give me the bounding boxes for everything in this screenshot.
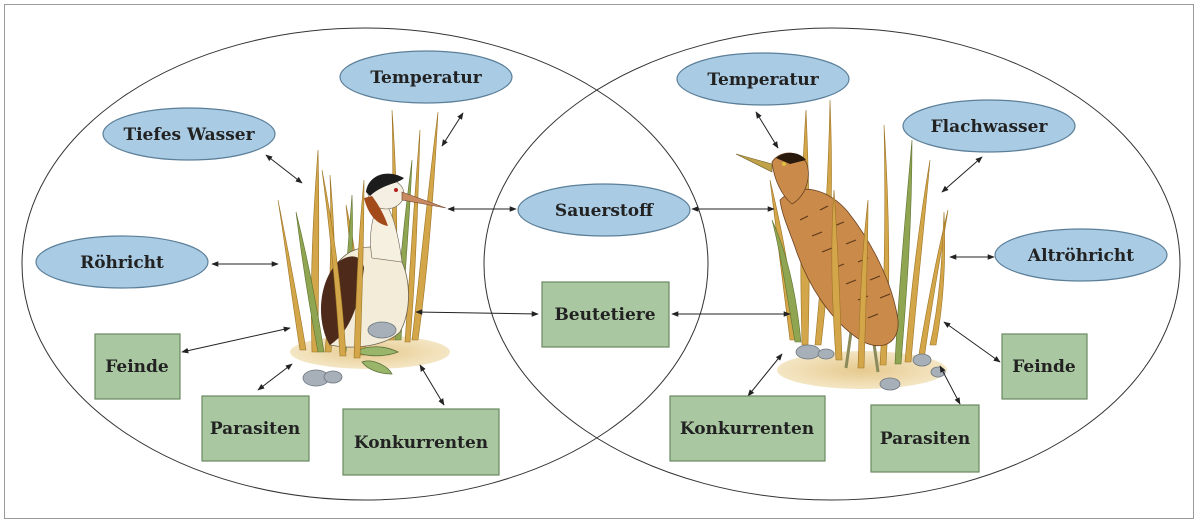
oval-sauerstoff: Sauerstoff (517, 183, 691, 237)
stone-icon (302, 321, 397, 387)
arrow-temperatur-left (441, 112, 464, 147)
label-tiefes-wasser: Tiefes Wasser (123, 125, 255, 145)
label-konkurrenten-right: Konkurrenten (680, 419, 814, 439)
box-feinde-left: Feinde (94, 333, 181, 400)
great-crested-grebe-illustration (277, 109, 450, 387)
diagram-frame (4, 4, 1194, 519)
box-parasiten-left: Parasiten (201, 395, 310, 462)
box-feinde-right: Feinde (1001, 333, 1088, 400)
bittern-illustration (735, 99, 949, 391)
label-parasiten-left: Parasiten (210, 419, 300, 439)
label-parasiten-right: Parasiten (880, 429, 970, 449)
oval-temperatur-right: Temperatur (676, 52, 850, 106)
habitat-circle-right (483, 27, 1181, 501)
label-flachwasser: Flachwasser (931, 117, 1049, 137)
label-temperatur-left: Temperatur (370, 68, 482, 88)
box-parasiten-right: Parasiten (870, 404, 980, 473)
oval-roehricht: Röhricht (35, 235, 209, 289)
label-konkurrenten-left: Konkurrenten (354, 433, 488, 453)
label-feinde-right: Feinde (1012, 357, 1076, 377)
box-konkurrenten-right: Konkurrenten (669, 395, 826, 462)
box-konkurrenten-left: Konkurrenten (342, 408, 500, 476)
arrow-feinde-right (943, 321, 1001, 363)
arrow-temperatur-right (755, 111, 779, 149)
label-roehricht: Röhricht (80, 253, 164, 273)
arrow-konkurrenten-left (419, 364, 445, 406)
arrow-parasiten-left (257, 363, 293, 391)
label-sauerstoff: Sauerstoff (555, 201, 654, 221)
label-temperatur-right: Temperatur (707, 70, 819, 90)
arrow-flachwasser (941, 156, 983, 193)
label-feinde-left: Feinde (105, 357, 169, 377)
oval-altroehricht: Altröhricht (994, 228, 1168, 282)
connector-arrows (181, 111, 1001, 406)
arrow-tiefes-wasser (265, 154, 303, 184)
box-beutetiere: Beutetiere (541, 281, 670, 348)
label-beutetiere: Beutetiere (554, 305, 655, 325)
arrow-feinde-left (181, 326, 291, 354)
arrow-konkurrenten-right (747, 353, 783, 397)
oval-flachwasser: Flachwasser (902, 99, 1076, 153)
label-altroehricht: Altröhricht (1027, 246, 1134, 266)
arrow-beutetiere-left (415, 309, 539, 317)
arrow-parasiten-right (939, 365, 961, 405)
oval-tiefes-wasser: Tiefes Wasser (102, 107, 276, 161)
habitat-circle-left (21, 27, 709, 501)
oval-temperatur-left: Temperatur (339, 50, 513, 104)
